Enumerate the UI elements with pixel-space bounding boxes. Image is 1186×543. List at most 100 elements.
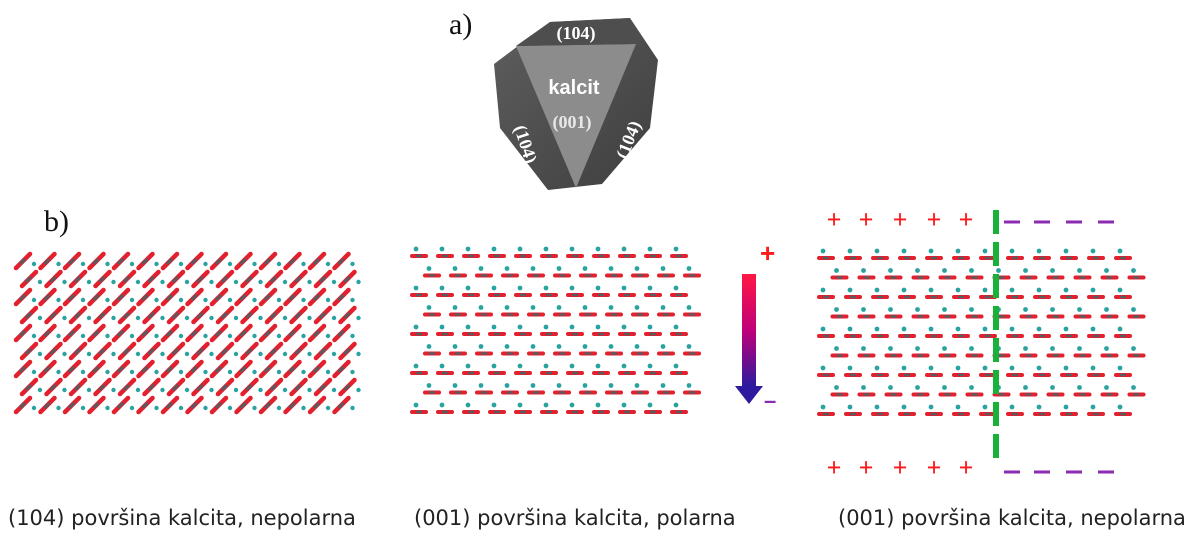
calcium-atom [439,363,445,369]
calcium-atom [820,365,826,371]
calcium-atom [1131,307,1136,312]
calcium-atom [608,383,614,388]
carbonate-molecule [136,395,155,415]
calcium-atom [660,383,666,388]
lattice-001-nonpolar [817,248,1146,416]
plus-charge: + [827,205,842,234]
calcium-atom [258,351,263,357]
carbonate-molecule [338,269,357,289]
carbonate-molecule [136,323,155,343]
calcium-atom [955,248,961,254]
calcium-atom [154,405,159,411]
calcium-atom [1117,365,1123,371]
calcium-atom [504,383,510,388]
calcium-atom [847,365,853,371]
calcium-atom [350,297,355,303]
calcium-atom [915,307,920,312]
calcium-atom [258,315,263,321]
calcium-atom [621,363,627,369]
calcium-atom [1063,287,1069,293]
carbonate-molecule [117,377,137,397]
calcium-atom [834,385,839,390]
calcium-atom [184,315,190,321]
calcium-atom [439,324,445,330]
calcium-atom [928,404,934,410]
calcium-atom [861,268,866,273]
panel-b-label: b) [44,205,69,238]
calcium-atom [1090,365,1096,371]
lattice-104-nonpolar [13,251,361,415]
calcium-atom [203,405,208,411]
carbonate-molecule [19,377,39,397]
calcium-atom [227,405,233,411]
calcium-atom [621,402,627,408]
calcium-atom [686,266,692,271]
calcium-atom [105,405,110,411]
calcium-atom [62,279,67,285]
calcium-atom [325,333,331,339]
calcium-atom [847,404,853,410]
carbonate-molecule [111,251,131,271]
calcium-atom [31,405,37,411]
calcium-atom [111,279,116,285]
plus-charge: + [859,205,874,234]
calcium-atom [258,387,263,393]
carbonate-molecule [185,323,204,343]
calcium-atom [209,351,214,357]
carbonate-molecule [209,287,229,307]
calcium-atom [901,248,907,254]
calcium-atom [331,351,337,357]
carbonate-molecule [62,287,82,307]
carbonate-molecule [117,269,137,289]
carbonate-molecule [313,341,333,361]
carbonate-molecule [111,359,131,379]
calcium-atom [901,326,907,332]
calcium-atom [233,315,239,321]
calcium-atom [80,405,86,411]
calcium-atom [478,383,484,388]
calcium-atom [105,333,110,339]
calcium-atom [1063,404,1069,410]
calcium-atom [62,315,67,321]
carbonate-molecule [142,269,161,289]
calcium-atom [478,305,484,310]
calcium-atom [556,305,562,310]
carbonate-molecule [38,287,57,307]
calcium-atom [452,344,458,349]
calcium-atom [634,383,640,388]
calcium-atom [1117,287,1123,293]
calcium-atom [1009,365,1015,371]
plus-charge: + [927,453,942,482]
carbonate-molecule [307,359,327,379]
carbonate-molecule [209,359,229,379]
carbonate-molecule [166,269,186,289]
calcium-atom [1036,404,1042,410]
carbonate-molecule [264,305,284,325]
calcium-atom [301,333,306,339]
calcium-atom [452,266,458,271]
calcium-atom [62,351,67,357]
calcium-atom [543,246,549,252]
calcium-atom [331,315,337,321]
crystal-face-001 [516,44,636,188]
calcium-atom [439,246,445,252]
calcium-atom [942,346,947,351]
calcium-atom [982,404,988,410]
calcium-atom [955,365,961,371]
calcium-atom [1104,385,1109,390]
calcium-atom [861,385,866,390]
calcium-atom [582,266,588,271]
carbonate-molecule [313,305,333,325]
calcium-atom [1036,248,1042,254]
calcium-atom [517,363,523,369]
plus-charge: + [959,205,974,234]
calcium-atom [184,387,190,393]
calcium-atom [56,333,61,339]
carbonate-molecule [160,323,180,343]
carbonate-molecule [215,341,235,361]
carbonate-molecule [142,377,161,397]
calcium-atom [569,402,575,408]
calcium-atom [203,369,208,375]
carbonate-molecule [19,269,39,289]
calcium-atom [504,266,510,271]
